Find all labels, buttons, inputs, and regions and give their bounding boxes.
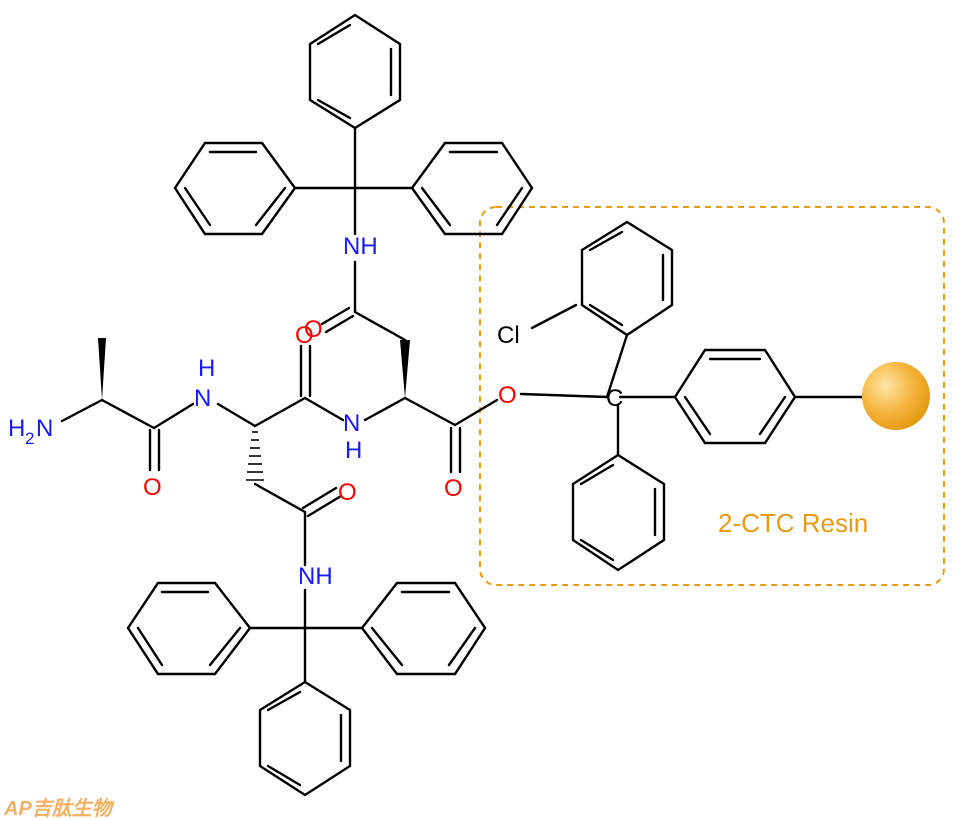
lower-bottom-phenyl bbox=[258, 680, 352, 797]
resin-bonds bbox=[530, 303, 864, 457]
lower-nh-label: NH bbox=[298, 563, 333, 590]
linker-phenyl-ring bbox=[673, 348, 797, 445]
resin-bead bbox=[862, 362, 930, 430]
c2-carbonyl-o-label: O bbox=[295, 322, 314, 349]
chlorine-label: Cl bbox=[497, 322, 520, 349]
amine-h-label: H bbox=[8, 415, 25, 442]
chlorophenyl-ring bbox=[580, 220, 674, 337]
resin-label: 2-CTC Resin bbox=[718, 508, 868, 538]
ester-o-label: O bbox=[498, 382, 517, 409]
lower-amide-o-label: O bbox=[338, 479, 357, 506]
n2-h-label: H bbox=[198, 355, 215, 382]
ca3-wedge-bond bbox=[400, 340, 410, 398]
n3-h-label: H bbox=[345, 437, 362, 464]
upper-nh-label: NH bbox=[343, 233, 378, 260]
ca2-hashed-bond bbox=[246, 431, 264, 481]
ala-methyl-wedge bbox=[98, 338, 106, 400]
amine-n-label: N bbox=[36, 415, 53, 442]
amine-subscript-label: 2 bbox=[25, 429, 34, 448]
backbone-bonds bbox=[60, 338, 609, 474]
upper-top-phenyl bbox=[308, 13, 402, 130]
c3-carbonyl-o-label: O bbox=[444, 475, 463, 502]
upper-amide-o-label: O bbox=[304, 316, 323, 343]
upper-right-phenyl bbox=[410, 141, 534, 236]
n2-label: N bbox=[194, 385, 211, 412]
upper-left-phenyl bbox=[173, 141, 297, 236]
lower-left-phenyl bbox=[126, 581, 252, 676]
n3-label: N bbox=[343, 410, 360, 437]
c1-carbonyl-o-label: O bbox=[143, 474, 162, 501]
lower-right-phenyl bbox=[360, 581, 487, 676]
resin-bottom-phenyl bbox=[571, 453, 666, 572]
trityl-c-label: C bbox=[606, 385, 623, 412]
upper-sidechain-bonds bbox=[293, 126, 414, 342]
brand-watermark: AP吉肽生物 bbox=[3, 797, 115, 820]
lower-sidechain-bonds bbox=[248, 482, 364, 684]
resin-highlight-box bbox=[479, 206, 945, 586]
